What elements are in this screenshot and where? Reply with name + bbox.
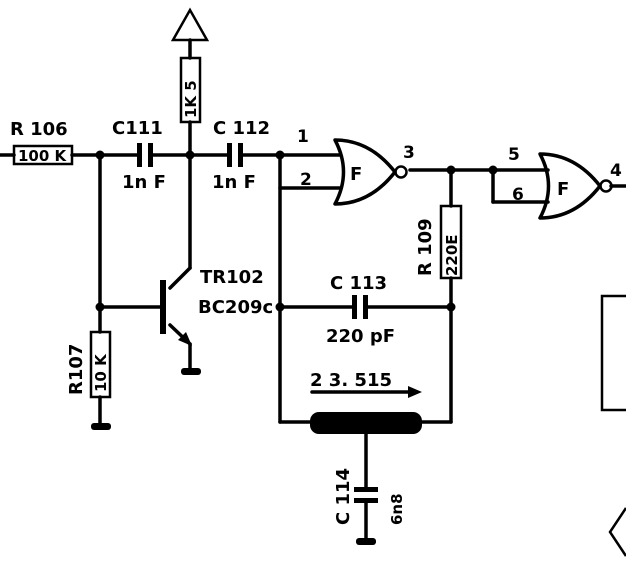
c111-ref: C111 bbox=[112, 118, 163, 139]
r107-value: 10 K bbox=[92, 353, 110, 392]
ground-icon bbox=[356, 538, 376, 545]
c112-value: 1n F bbox=[212, 172, 256, 193]
resistor-r107: 10 K R107 bbox=[66, 330, 112, 399]
junction-dot bbox=[275, 302, 285, 312]
junction-dot bbox=[446, 165, 456, 175]
c114-value: 6n8 bbox=[388, 493, 406, 525]
junction-dot bbox=[185, 150, 195, 160]
resistor-r106: R 106 100 K bbox=[10, 119, 74, 166]
r106-ref: R 106 bbox=[10, 119, 68, 140]
gate-1-pin-1: 1 bbox=[297, 127, 309, 147]
wires bbox=[0, 38, 626, 542]
ground-icon bbox=[91, 423, 111, 430]
gate-2-pin-5: 5 bbox=[508, 145, 520, 165]
c114-ref: C 114 bbox=[333, 468, 354, 525]
crystal-value: 2 3. 515 bbox=[310, 370, 392, 391]
c112-ref: C 112 bbox=[213, 118, 270, 139]
partial-right-edge bbox=[600, 294, 626, 557]
capacitor-c114: C 114 6n8 bbox=[333, 468, 406, 525]
nor-gate-2: F 5 6 4 bbox=[508, 145, 622, 220]
resistor-r109: 220E R 109 bbox=[415, 204, 463, 280]
junction-dot bbox=[488, 165, 498, 175]
junction-dot bbox=[275, 150, 285, 160]
resistor-r108: 1K 5 bbox=[179, 56, 202, 124]
ground-icon bbox=[181, 368, 201, 375]
gate-1-pin-3: 3 bbox=[403, 143, 415, 163]
junctions bbox=[95, 150, 498, 312]
junction-dot bbox=[446, 302, 456, 312]
r107-ref: R107 bbox=[66, 344, 87, 395]
tr102-part: BC209c bbox=[198, 297, 273, 318]
gate-2-pin-4: 4 bbox=[610, 161, 622, 181]
r108-value: 1K 5 bbox=[182, 80, 200, 118]
nor-gate-1: F 1 2 3 bbox=[297, 127, 415, 206]
r109-value: 220E bbox=[443, 234, 461, 276]
r106-value: 100 K bbox=[18, 147, 68, 165]
capacitor-c112: C 112 1n F bbox=[212, 118, 270, 193]
gate-2-pin-6: 6 bbox=[512, 185, 524, 205]
capacitor-c113: C 113 220 pF bbox=[326, 273, 395, 347]
r109-ref: R 109 bbox=[415, 218, 436, 276]
c111-value: 1n F bbox=[122, 172, 166, 193]
c113-ref: C 113 bbox=[330, 273, 387, 294]
transistor-tr102: TR102 BC209c bbox=[160, 267, 273, 346]
junction-dot bbox=[95, 302, 105, 312]
gate-1-label: F bbox=[350, 164, 362, 185]
crystal-delay-line: 2 3. 515 bbox=[310, 370, 422, 434]
capacitor-c111: C111 1n F bbox=[112, 118, 166, 193]
gate-2-label: F bbox=[557, 179, 569, 200]
supply-arrow-icon bbox=[170, 7, 210, 42]
gate-1-pin-2: 2 bbox=[300, 170, 312, 190]
tr102-ref: TR102 bbox=[200, 267, 264, 288]
junction-dot bbox=[95, 150, 105, 160]
ground-symbols bbox=[91, 368, 376, 545]
c113-value: 220 pF bbox=[326, 326, 395, 347]
